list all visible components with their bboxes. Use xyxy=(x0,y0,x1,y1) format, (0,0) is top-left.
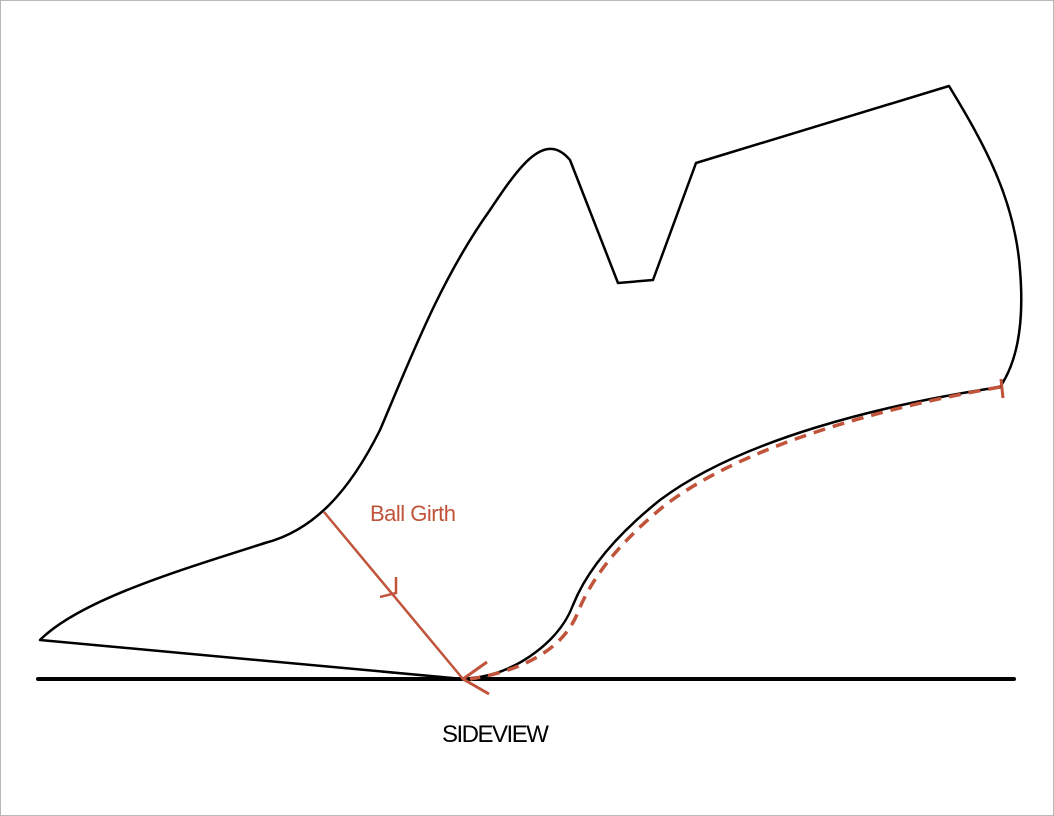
heel-measurement-end-tick xyxy=(999,378,1005,399)
ball-girth-arrowhead xyxy=(461,660,490,696)
shoe-outline xyxy=(38,84,1023,681)
heel-curve-measurement-dashed xyxy=(469,385,1001,681)
ball-girth-direction-arrow xyxy=(379,577,398,599)
ball-girth-label: Ball Girth xyxy=(370,501,455,526)
sideview-label: SIDEVIEW xyxy=(442,721,549,748)
ball-girth-line xyxy=(323,511,464,680)
